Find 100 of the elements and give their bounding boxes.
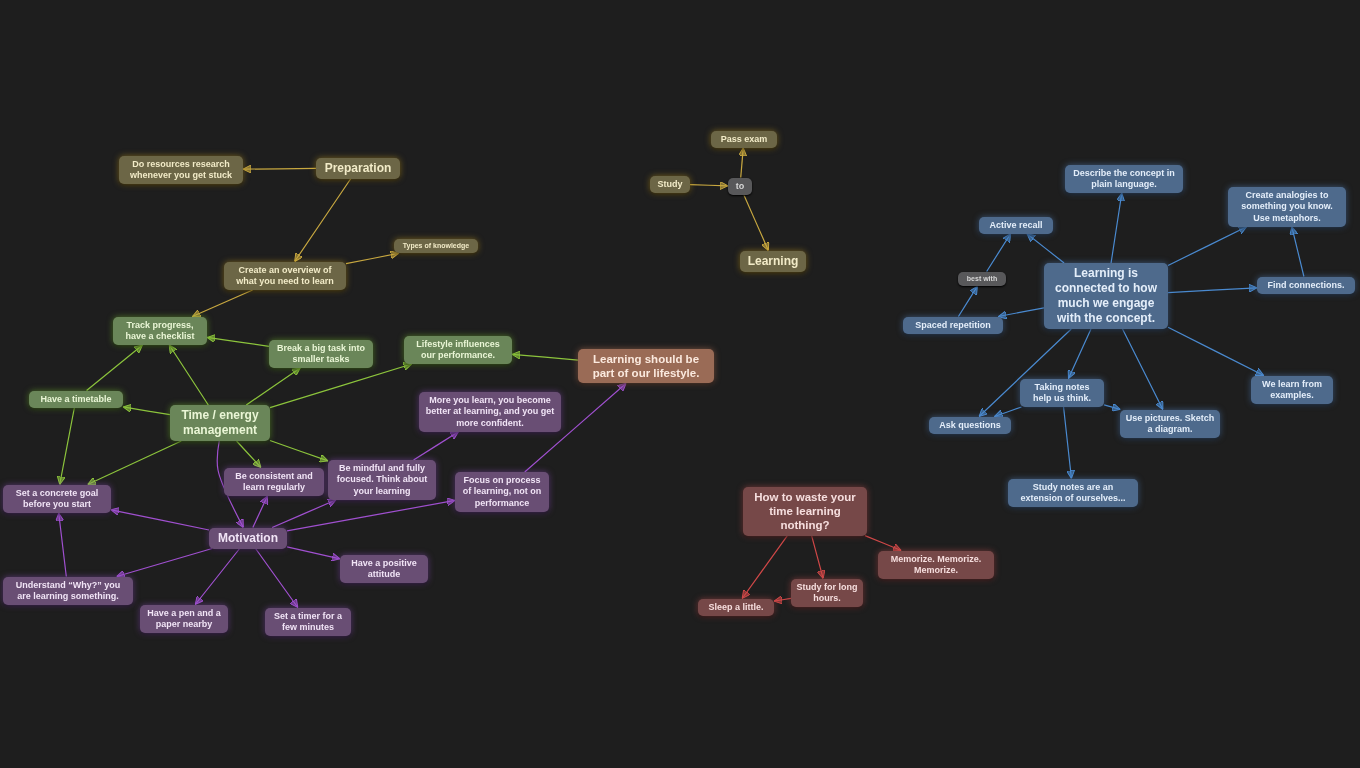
arrow bbox=[524, 382, 627, 473]
arrow bbox=[116, 547, 213, 579]
node-text: Have a positive attitude bbox=[350, 557, 418, 580]
node-text: Study bbox=[656, 178, 684, 190]
topic-box bbox=[979, 216, 1053, 234]
node-text: Be consistent and learn regularly bbox=[234, 470, 314, 493]
arrow bbox=[741, 535, 788, 600]
arrow bbox=[993, 406, 1023, 419]
node-text: Understand “Why?” you are learning something. bbox=[14, 579, 122, 602]
arrow bbox=[294, 177, 352, 263]
arrow bbox=[986, 233, 1012, 273]
topic-box bbox=[728, 177, 752, 195]
arrow bbox=[216, 440, 244, 529]
node-text: Active recall bbox=[988, 219, 1044, 231]
arrow bbox=[87, 440, 182, 486]
arrow bbox=[269, 439, 329, 463]
node-text: Memorize. Memorize. Memorize. bbox=[889, 553, 983, 576]
arrow bbox=[1167, 326, 1265, 377]
topic-box bbox=[316, 157, 400, 179]
topic-box bbox=[328, 460, 436, 500]
node-text: Preparation bbox=[323, 160, 393, 176]
node-text: Do resources research whenever you get stuck bbox=[128, 158, 233, 181]
arrow bbox=[1121, 328, 1164, 411]
topic-box bbox=[224, 467, 324, 496]
topic-box bbox=[1020, 378, 1104, 407]
arrow bbox=[1167, 226, 1248, 267]
arrow bbox=[168, 344, 209, 406]
topic-box bbox=[1228, 187, 1346, 227]
node-text: Describe the concept in plain language. bbox=[1072, 167, 1176, 190]
node-text: Have a pen and a paper nearby bbox=[146, 607, 222, 630]
arrow bbox=[957, 285, 978, 318]
node-text: Spaced repetition bbox=[914, 319, 992, 331]
arrow bbox=[511, 350, 579, 361]
arrow bbox=[271, 498, 337, 529]
arrow bbox=[689, 181, 729, 191]
arrow bbox=[1103, 402, 1121, 412]
topic-box bbox=[265, 607, 351, 636]
topic-box bbox=[404, 335, 512, 364]
node-text: Set a timer for a few minutes bbox=[273, 610, 343, 633]
node-text: Taking notes help us think. bbox=[1032, 381, 1092, 404]
node-text: More you learn, you become better at learning, and you get more confident. bbox=[424, 395, 556, 429]
topic-box bbox=[711, 130, 777, 148]
node-text: to bbox=[734, 180, 746, 192]
topic-box bbox=[650, 175, 690, 193]
arrow bbox=[743, 194, 770, 252]
arrow bbox=[235, 440, 262, 469]
topic-box bbox=[3, 576, 133, 605]
topic-box bbox=[113, 316, 207, 345]
topic-box bbox=[878, 550, 994, 579]
topic-box bbox=[1044, 263, 1168, 329]
node-text: Focus on process of learning, not on performance bbox=[461, 475, 543, 509]
arrow bbox=[252, 495, 269, 529]
arrow bbox=[55, 512, 67, 578]
arrow bbox=[110, 507, 210, 531]
node-text: Find connections. bbox=[1266, 279, 1346, 291]
arrow bbox=[191, 289, 254, 318]
topic-box bbox=[170, 405, 270, 441]
arrow bbox=[1062, 406, 1075, 480]
node-text: Create an overview of what you need to learn bbox=[235, 264, 335, 287]
arrow bbox=[194, 547, 241, 606]
node-text: We learn from examples. bbox=[1261, 378, 1323, 401]
topic-box bbox=[455, 472, 549, 512]
node-text: Have a timetable bbox=[39, 393, 113, 405]
topic-box bbox=[340, 554, 428, 583]
node-text: Sleep a little. bbox=[707, 601, 765, 613]
topic-box bbox=[1257, 276, 1355, 294]
arrow bbox=[122, 403, 171, 416]
node-text: Track progress, have a checklist bbox=[124, 319, 196, 342]
topic-box bbox=[740, 250, 806, 272]
topic-box bbox=[578, 348, 714, 384]
arrow bbox=[1067, 328, 1092, 380]
topic-box bbox=[791, 578, 863, 607]
node-text: Pass exam bbox=[719, 133, 769, 145]
arrow bbox=[242, 164, 317, 174]
topic-box bbox=[958, 271, 1006, 287]
arrow bbox=[1167, 283, 1258, 294]
node-text: Set a concrete goal before you start bbox=[14, 487, 100, 510]
node-text: Ask questions bbox=[938, 419, 1002, 431]
node-text: How to waste your time learning nothing? bbox=[753, 489, 857, 533]
topic-box bbox=[29, 390, 123, 408]
node-text: Create analogies to something you know. Use metaphors. bbox=[1240, 190, 1334, 224]
arrow bbox=[86, 344, 144, 392]
arrow bbox=[978, 328, 1072, 418]
topic-box bbox=[903, 316, 1003, 334]
topic-box bbox=[394, 238, 478, 254]
node-text: Use pictures. Sketch a diagram. bbox=[1125, 412, 1215, 435]
node-text: Learning is connected to how much we engage with the concept. bbox=[1054, 266, 1158, 326]
topic-box bbox=[119, 155, 243, 184]
arrow bbox=[286, 546, 341, 562]
arrow bbox=[269, 362, 413, 409]
arrow bbox=[254, 547, 299, 609]
node-text: Motivation bbox=[217, 530, 279, 546]
topic-box bbox=[224, 261, 346, 290]
arrow bbox=[286, 497, 456, 532]
arrow bbox=[412, 431, 460, 461]
node-text: Learning should be part of our lifestyle. bbox=[591, 351, 701, 381]
arrow bbox=[345, 250, 400, 265]
arrow bbox=[1026, 233, 1065, 264]
topic-box bbox=[1120, 409, 1220, 438]
node-text: Be mindful and fully focused. Think about your learning bbox=[335, 463, 429, 497]
